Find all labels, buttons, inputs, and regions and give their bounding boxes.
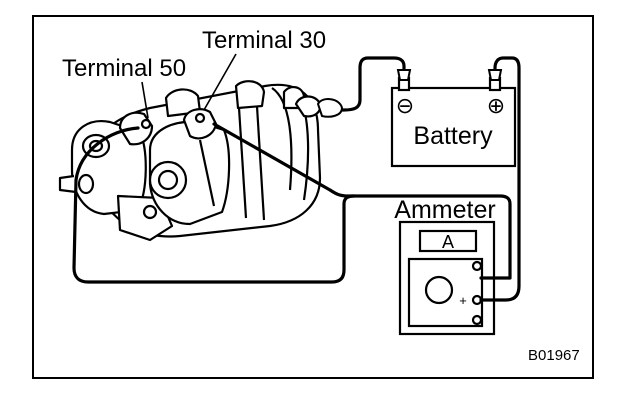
wire-terminal-30 bbox=[212, 122, 512, 280]
battery-positive-symbol: ⊕ bbox=[487, 93, 505, 118]
terminal-30-label: Terminal 30 bbox=[202, 27, 326, 54]
clamp-negative bbox=[396, 69, 412, 81]
wires bbox=[72, 56, 521, 302]
ammeter-plus-sign: + bbox=[459, 293, 467, 308]
battery bbox=[390, 76, 517, 168]
diagram-frame bbox=[32, 15, 594, 379]
wire-terminal-50 bbox=[72, 126, 356, 284]
battery-case bbox=[390, 86, 517, 168]
leader-lines bbox=[141, 53, 237, 119]
starter-motor bbox=[58, 80, 322, 242]
terminal-50-label: Terminal 50 bbox=[62, 55, 186, 82]
figure-code: B01967 bbox=[528, 347, 580, 364]
ammeter bbox=[398, 220, 496, 336]
terminal-30-leader bbox=[203, 53, 237, 111]
terminal-50-leader bbox=[141, 81, 149, 119]
battery-label: Battery bbox=[413, 122, 493, 150]
battery-negative-symbol: ⊖ bbox=[396, 93, 414, 118]
wire-battery-positive bbox=[479, 56, 521, 302]
ammeter-dial-icon bbox=[424, 275, 454, 305]
ammeter-jack-top bbox=[471, 260, 483, 272]
ammeter-display-text: A bbox=[442, 232, 454, 252]
ammeter-jack-bottom bbox=[471, 314, 483, 326]
ammeter-display bbox=[418, 229, 478, 253]
ground-clip bbox=[316, 98, 344, 118]
wire-battery-negative bbox=[324, 56, 406, 112]
clamp-positive bbox=[487, 69, 503, 81]
ammeter-label: Ammeter bbox=[394, 196, 495, 224]
